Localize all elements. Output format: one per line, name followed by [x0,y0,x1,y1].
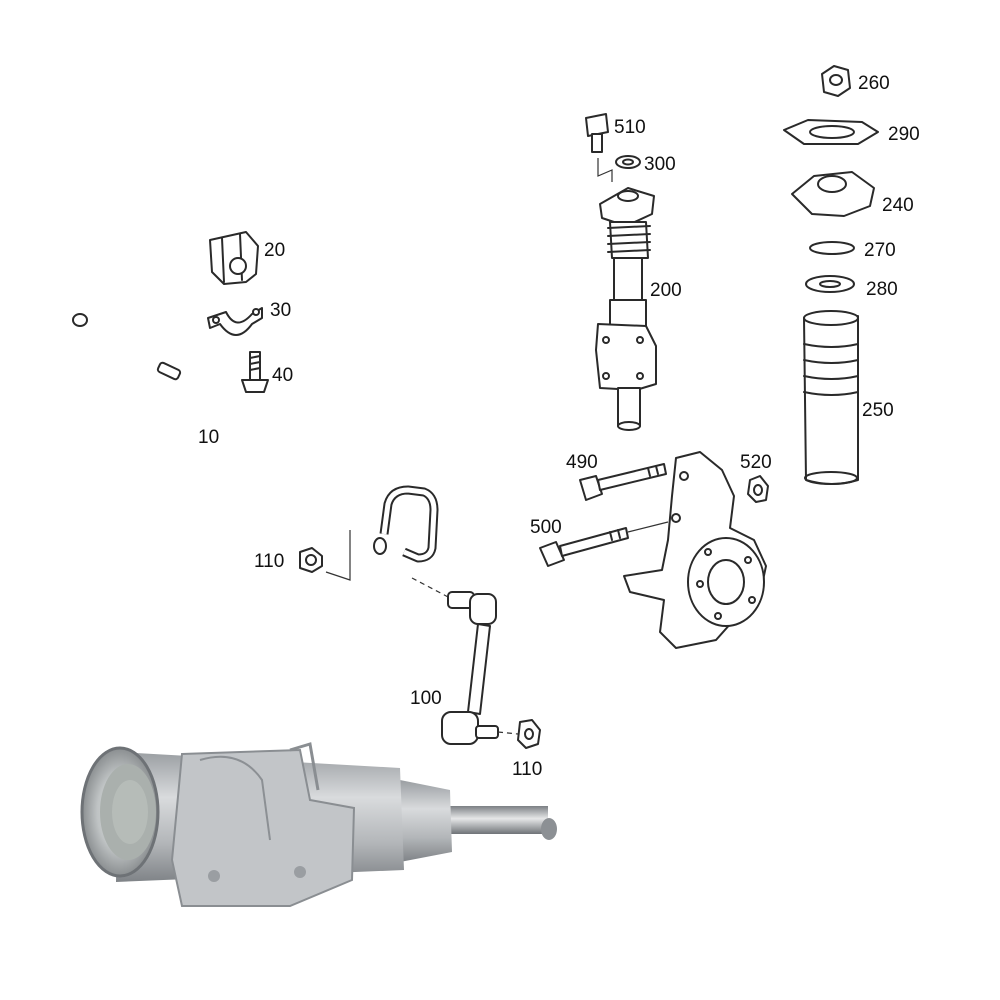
part-label-270: 270 [864,240,896,261]
part-label-250: 250 [862,400,894,421]
strut-assembly [585,113,657,431]
part-label-280: 280 [866,279,898,300]
dust-boot [803,310,859,485]
part-label-520: 520 [740,452,772,473]
part-label-300: 300 [644,154,676,175]
bolt-490 [579,463,667,501]
part-label-40: 40 [272,365,293,386]
part-label-240: 240 [882,195,914,216]
bolt-500 [539,521,669,567]
stabilizer-bar [72,277,463,599]
part-label-110-left: 110 [254,551,284,572]
part-label-200: 200 [650,280,682,301]
part-label-110-right: 110 [512,759,542,780]
part-label-290: 290 [888,124,920,145]
bushing-icon [209,231,259,285]
part-label-500: 500 [530,517,562,538]
stabilizer-link [411,577,519,745]
part-label-100: 100 [410,688,442,709]
nut-icon-left [299,547,323,573]
nut-icon-right [517,719,541,749]
strut-photo [80,742,557,907]
bolt-icon [241,351,269,393]
top-mount-stack [783,65,879,293]
steering-knuckle [623,451,767,649]
leader-110a [325,530,351,581]
part-label-260: 260 [858,73,890,94]
bracket-icon [207,307,263,336]
nut-520 [747,475,769,503]
part-label-510: 510 [614,117,646,138]
part-label-20: 20 [264,240,285,261]
part-label-10: 10 [198,427,219,448]
part-label-490: 490 [566,452,598,473]
part-label-30: 30 [270,300,291,321]
